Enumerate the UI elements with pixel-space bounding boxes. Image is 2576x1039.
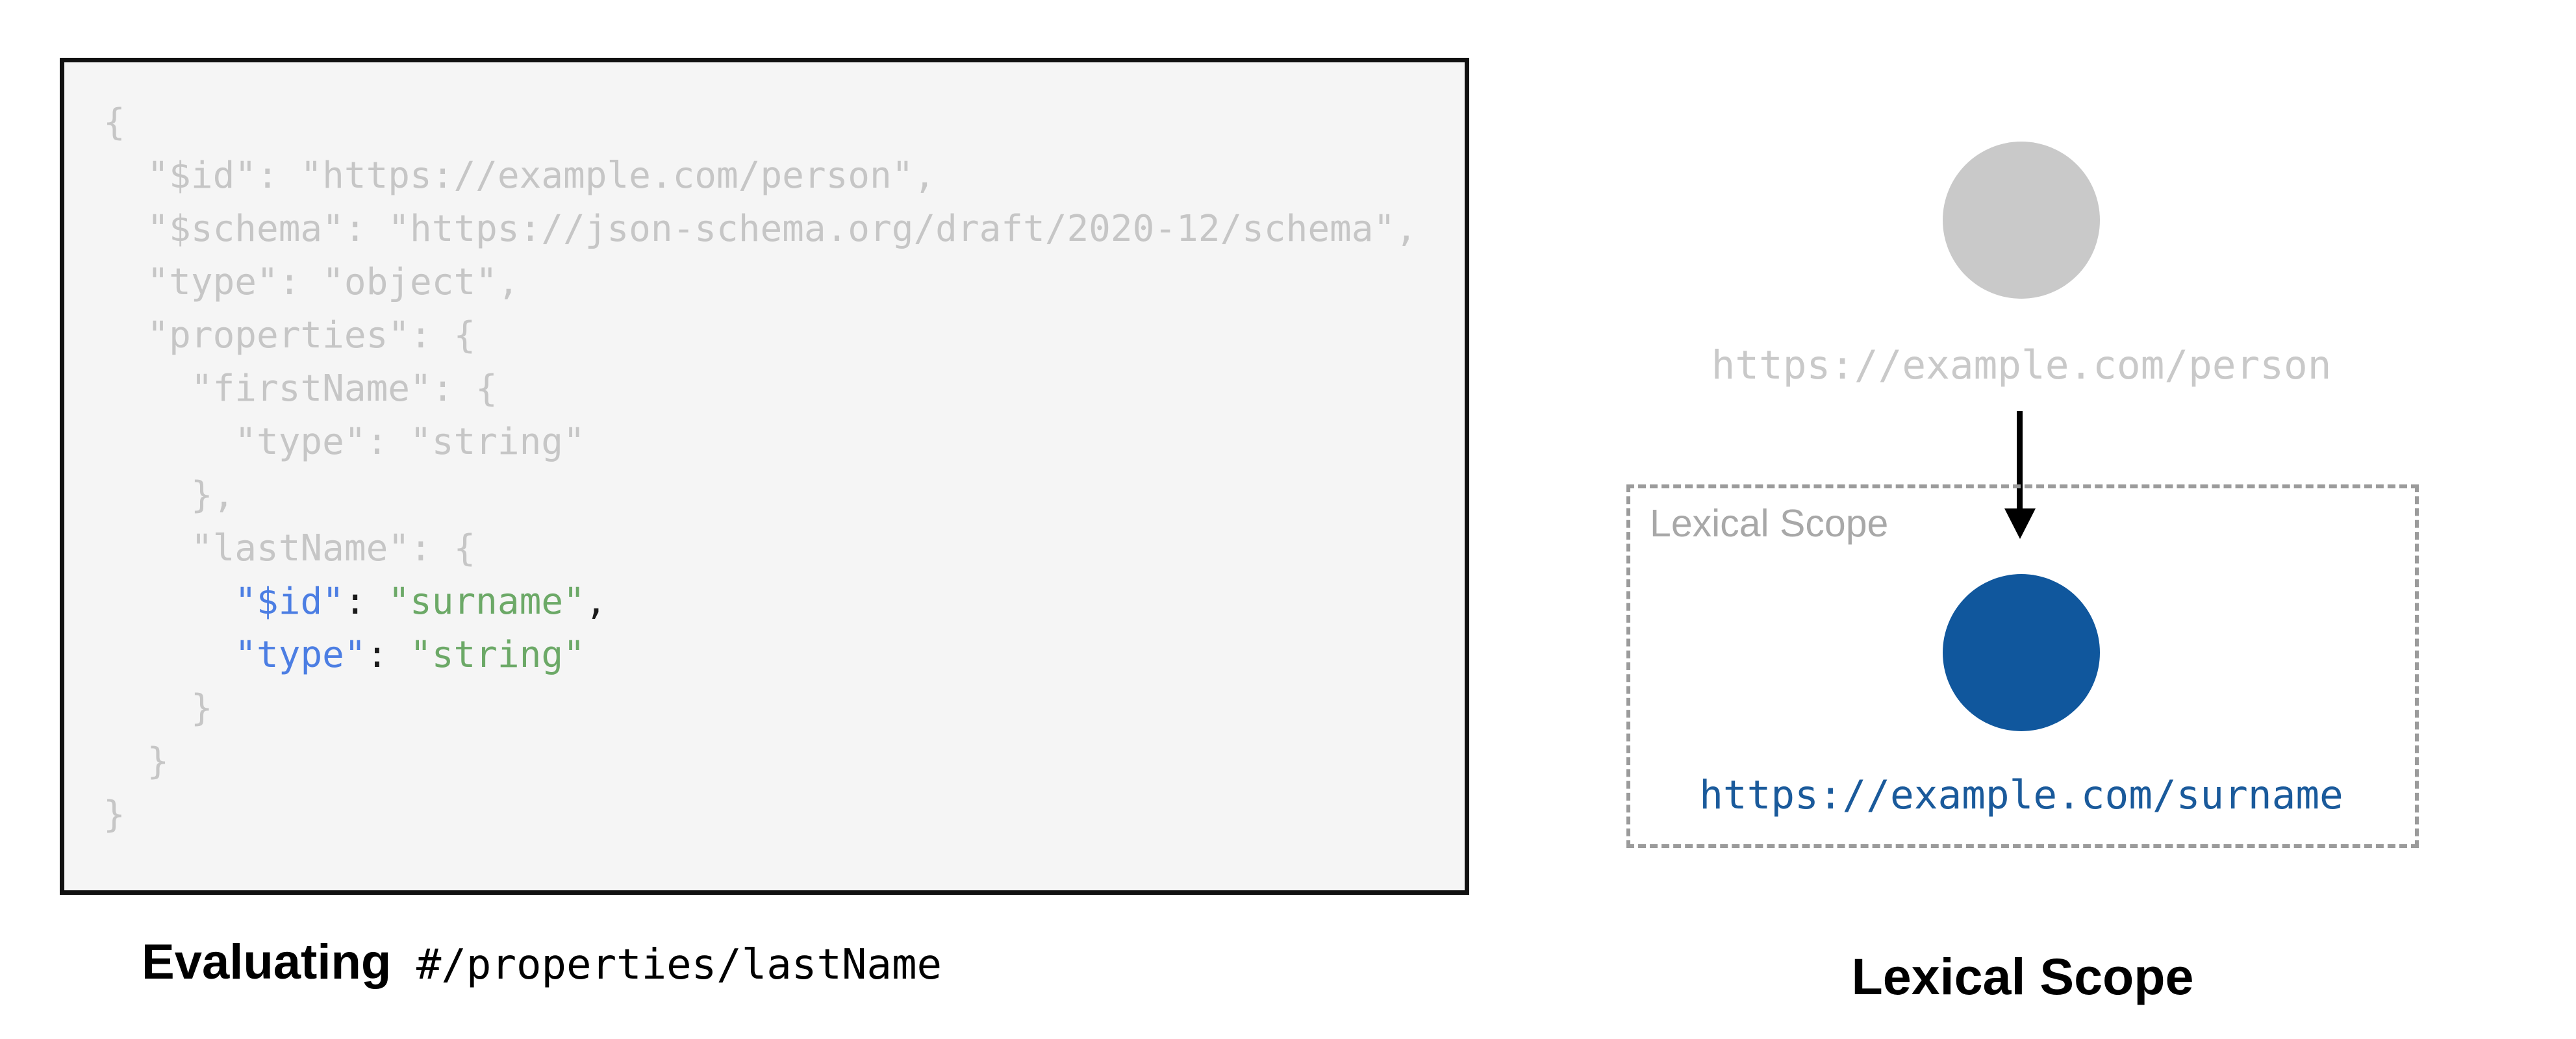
code-line: } [103, 735, 1465, 788]
down-arrow-head-icon [2004, 508, 2036, 539]
code-segment-string: "surname" [388, 581, 585, 623]
code-line: "firstName": { [103, 362, 1465, 416]
subschema-circle [1943, 574, 2100, 731]
code-segment-punct: , [585, 581, 607, 623]
code-segment-muted: "firstName": { [103, 368, 498, 410]
code-line: "type": "string" [103, 416, 1465, 469]
code-segment-punct: : [366, 634, 410, 676]
json-pointer-label: #/properties/lastName [391, 941, 942, 989]
code-segment-key: "$id" [234, 581, 344, 623]
code-segment-muted [103, 581, 234, 623]
lexical-scope-box [1626, 484, 2419, 848]
down-arrow-icon [2017, 411, 2023, 509]
code-segment-muted: "type": "object", [103, 261, 520, 303]
code-line: }, [103, 469, 1465, 522]
code-segment-muted [103, 634, 234, 676]
schema-code-panel: { "$id": "https://example.com/person", "… [60, 58, 1469, 895]
code-segment-punct: : [344, 581, 388, 623]
code-segment-muted: } [103, 687, 213, 729]
code-segment-string: "string" [410, 634, 585, 676]
code-line: "properties": { [103, 309, 1465, 362]
root-schema-circle [1943, 142, 2100, 299]
caption-evaluating: Evaluating #/properties/lastName [142, 934, 942, 990]
code-segment-muted: "type": "string" [103, 421, 585, 463]
code-line: "$id": "https://example.com/person", [103, 149, 1465, 203]
code-line: "$schema": "https://json-schema.org/draf… [103, 203, 1465, 256]
root-schema-url-label: https://example.com/person [1711, 342, 2332, 388]
code-segment-muted: "$id": "https://example.com/person", [103, 155, 936, 197]
code-segment-muted: "lastName": { [103, 527, 476, 570]
code-segment-muted: "properties": { [103, 314, 476, 357]
code-line: } [103, 682, 1465, 735]
code-segment-muted: "$schema": "https://json-schema.org/draf… [103, 208, 1417, 250]
code-line: "type": "string" [103, 629, 1465, 682]
code-segment-muted: { [103, 101, 125, 144]
code-line: "type": "object", [103, 256, 1465, 309]
subschema-url-label: https://example.com/surname [1699, 772, 2343, 818]
code-segment-key: "type" [234, 634, 366, 676]
code-line: "lastName": { [103, 522, 1465, 575]
code-segment-muted: } [103, 794, 125, 836]
code-segment-muted: } [103, 740, 170, 782]
evaluating-label: Evaluating [142, 934, 392, 990]
code-segment-muted: }, [103, 474, 235, 516]
lexical-scope-inner-label: Lexical Scope [1650, 502, 1889, 545]
caption-lexical-scope: Lexical Scope [1851, 947, 2194, 1005]
code-line: "$id": "surname", [103, 575, 1465, 629]
code-line: { [103, 96, 1465, 149]
code-block: { "$id": "https://example.com/person", "… [64, 62, 1465, 842]
code-line: } [103, 788, 1465, 842]
